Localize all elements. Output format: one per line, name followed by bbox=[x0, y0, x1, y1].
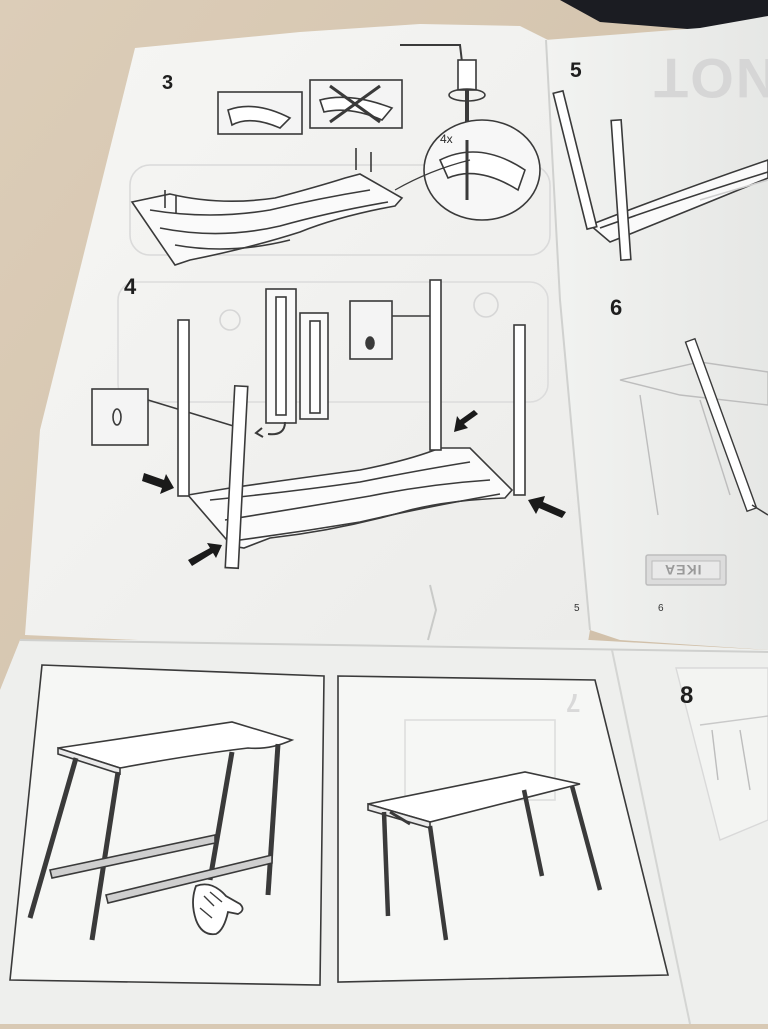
step6-illustration bbox=[619, 337, 768, 516]
step7-illustration bbox=[9, 664, 325, 986]
watermark-text: NOT bbox=[652, 47, 768, 110]
step3-illustration bbox=[129, 44, 551, 266]
paper-crease bbox=[545, 39, 591, 631]
step4-number: 4 bbox=[124, 274, 137, 299]
brand-logo-text: IKEA bbox=[664, 562, 702, 578]
page-number-right: 6 bbox=[658, 603, 664, 614]
arrow-top bbox=[454, 410, 478, 432]
step5-number: 5 bbox=[570, 59, 582, 82]
step8-illustration bbox=[675, 667, 768, 841]
paper-vertical-fold bbox=[611, 649, 691, 1025]
step4-illustration bbox=[91, 279, 549, 570]
step7-number: 7 bbox=[566, 688, 581, 718]
arrow-left-bottom bbox=[188, 543, 222, 566]
arrow-left-top bbox=[142, 473, 174, 494]
paper-sheet-upper-right bbox=[545, 16, 768, 650]
step6-number: 6 bbox=[610, 295, 623, 320]
step8-number: 8 bbox=[680, 682, 694, 709]
paper-tear bbox=[427, 584, 438, 641]
step3-number: 3 bbox=[162, 72, 174, 94]
step5-illustration bbox=[552, 89, 768, 262]
step3-quantity: 4x bbox=[440, 132, 453, 146]
step7b-illustration bbox=[337, 675, 670, 983]
paper-horizontal-fold bbox=[19, 639, 768, 653]
step4-arrows bbox=[142, 410, 566, 566]
page-number-left: 5 bbox=[574, 603, 580, 614]
arrow-right bbox=[528, 496, 566, 518]
brand-logo-inner bbox=[651, 560, 721, 580]
dark-corner bbox=[560, 0, 768, 30]
